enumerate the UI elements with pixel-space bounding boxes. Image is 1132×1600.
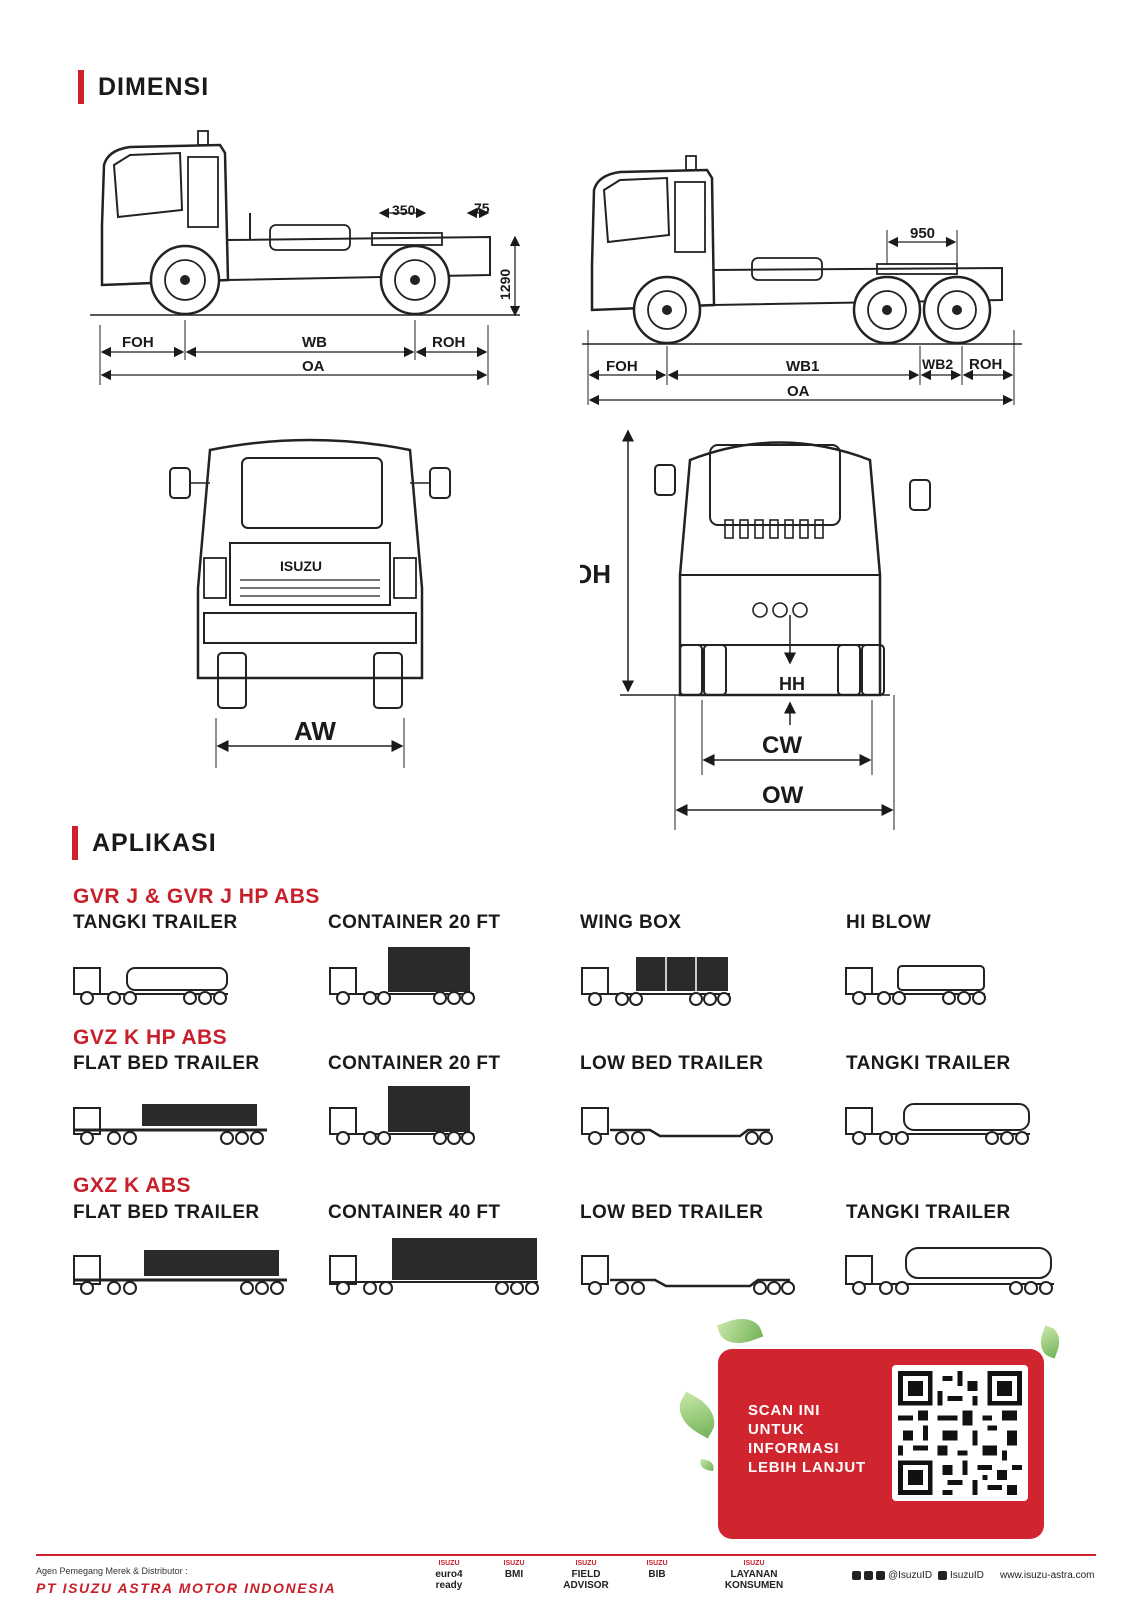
heading-accent-bar <box>78 70 84 104</box>
truck-flat-bed-icon <box>73 1104 267 1145</box>
aplikasi-heading: APLIKASI <box>72 826 217 860</box>
side-view-4x2: 350 75 1290 FOH WB ROH OA <box>90 130 521 385</box>
qr-text-line: LEBIH LANJUT <box>748 1459 866 1476</box>
truck-wing-box-icon <box>581 957 731 1006</box>
dim-roh-label-2: ROH <box>969 356 1002 373</box>
youtube-handle: IsuzuID <box>950 1570 984 1581</box>
social-links[interactable]: @IsuzuID <box>852 1570 932 1581</box>
leaf-decoration <box>671 1391 723 1439</box>
truck-tank-trailer-icon <box>845 1247 1054 1295</box>
qr-text-line: SCAN INI <box>748 1402 821 1419</box>
dim-wb1-label: WB1 <box>786 358 819 375</box>
dim-wb-label: WB <box>302 334 327 351</box>
dim-foh-label-2: FOH <box>606 358 638 375</box>
truck-hi-blow-icon <box>845 965 986 1005</box>
dim-foh-label: FOH <box>122 334 154 351</box>
footer-divider <box>36 1554 1096 1556</box>
qr-panel: SCAN INI UNTUK INFORMASI LEBIH LANJUT <box>718 1349 1044 1539</box>
dim-wb2-label: WB2 <box>922 356 953 372</box>
logo-brand: ISUZU <box>646 1560 668 1567</box>
front-view: ISUZU AW <box>169 438 451 768</box>
truck-low-bed-icon <box>581 1255 795 1295</box>
application-label: CONTAINER 20 FT <box>328 912 501 933</box>
youtube-icon[interactable] <box>938 1571 947 1580</box>
dim-350-label: 350 <box>392 202 416 218</box>
layanan-konsumen-logo: ISUZU LAYANAN KONSUMEN <box>708 1558 800 1591</box>
truck-container-icon <box>329 1086 475 1145</box>
logo-brand: ISUZU <box>743 1560 765 1567</box>
dimensi-title: DIMENSI <box>98 72 210 101</box>
dim-950-label: 950 <box>910 225 935 242</box>
application-label: FLAT BED TRAILER <box>73 1202 260 1223</box>
instagram-icon[interactable] <box>876 1571 885 1580</box>
company-name: PT ISUZU ASTRA MOTOR INDONESIA <box>36 1580 337 1596</box>
side-view-6x4: 950 FOH WB1 WB2 ROH OA <box>582 155 1022 406</box>
website-link[interactable]: www.isuzu-astra.com <box>1000 1570 1094 1581</box>
bib-logo: ISUZU BIB <box>632 1558 682 1580</box>
dim-roh-label: ROH <box>432 334 465 351</box>
truck-container-icon <box>329 947 475 1005</box>
model-title: GVR J & GVR J HP ABS <box>73 885 320 908</box>
application-label: LOW BED TRAILER <box>580 1053 764 1074</box>
application-label: FLAT BED TRAILER <box>73 1053 260 1074</box>
application-label: LOW BED TRAILER <box>580 1202 764 1223</box>
qr-text-line: UNTUK <box>748 1421 805 1438</box>
truck-low-bed-icon <box>581 1107 773 1145</box>
dim-hh-label: HH <box>779 674 805 694</box>
agent-label: Agen Pemegang Merek & Distributor : <box>36 1566 188 1576</box>
qr-callout: SCAN INI UNTUK INFORMASI LEBIH LANJUT <box>748 1401 866 1477</box>
logo-text: FIELD ADVISOR <box>563 1569 609 1591</box>
model-title: GVZ K HP ABS <box>73 1026 228 1049</box>
youtube-link[interactable]: IsuzuID <box>938 1570 984 1581</box>
dim-1290-label: 1290 <box>497 269 513 300</box>
dim-75-label: 75 <box>474 200 490 216</box>
dim-ow-label: OW <box>762 782 804 809</box>
logo-brand: ISUZU <box>575 1560 597 1567</box>
qr-text-line: INFORMASI <box>748 1440 840 1457</box>
front-brand-label: ISUZU <box>280 558 322 574</box>
logo-text: BIB <box>648 1569 666 1580</box>
dim-cw-label: CW <box>762 732 802 759</box>
logo-text: LAYANAN KONSUMEN <box>724 1569 784 1591</box>
truck-tank-trailer-icon <box>73 967 228 1005</box>
leaf-decoration <box>716 1311 764 1351</box>
application-label: CONTAINER 20 FT <box>328 1053 501 1074</box>
qr-code-icon <box>898 1371 1022 1495</box>
bmi-logo: ISUZU BMI <box>486 1558 542 1580</box>
dim-aw-label: AW <box>294 716 336 746</box>
leaf-decoration <box>699 1458 715 1472</box>
logo-text: euro4 ready <box>435 1569 463 1591</box>
application-label: HI BLOW <box>846 912 932 933</box>
application-label: TANGKI TRAILER <box>846 1202 1011 1223</box>
website-url[interactable]: www.isuzu-astra.com <box>1000 1570 1095 1581</box>
dim-oa-label: OA <box>302 358 325 375</box>
field-advisor-logo: ISUZU FIELD ADVISOR <box>556 1558 616 1591</box>
logo-brand: ISUZU <box>438 1560 460 1567</box>
application-label: CONTAINER 40 FT <box>328 1202 501 1223</box>
application-label: TANGKI TRAILER <box>846 1053 1011 1074</box>
qr-code[interactable] <box>892 1365 1028 1501</box>
logo-text: BMI <box>504 1569 524 1580</box>
dim-oa-label-2: OA <box>787 383 810 400</box>
facebook-icon[interactable] <box>852 1571 861 1580</box>
application-label: WING BOX <box>580 912 682 933</box>
dimensi-heading: DIMENSI <box>78 70 209 104</box>
truck-container-40ft-icon <box>329 1238 539 1295</box>
social-handle: @IsuzuID <box>888 1570 933 1581</box>
truck-tank-trailer-icon <box>845 1103 1030 1145</box>
heading-accent-bar <box>72 826 78 860</box>
dim-oh-label: OH <box>580 559 611 589</box>
application-label: TANGKI TRAILER <box>73 912 238 933</box>
truck-flat-bed-icon <box>73 1250 287 1295</box>
model-title: GXZ K ABS <box>73 1174 192 1197</box>
logo-brand: ISUZU <box>503 1560 525 1567</box>
twitter-icon[interactable] <box>864 1571 873 1580</box>
aplikasi-title: APLIKASI <box>92 828 217 857</box>
rear-view: OH HH CW OW <box>580 429 931 830</box>
euro4-ready-logo: ISUZU euro4 ready <box>428 1558 470 1591</box>
